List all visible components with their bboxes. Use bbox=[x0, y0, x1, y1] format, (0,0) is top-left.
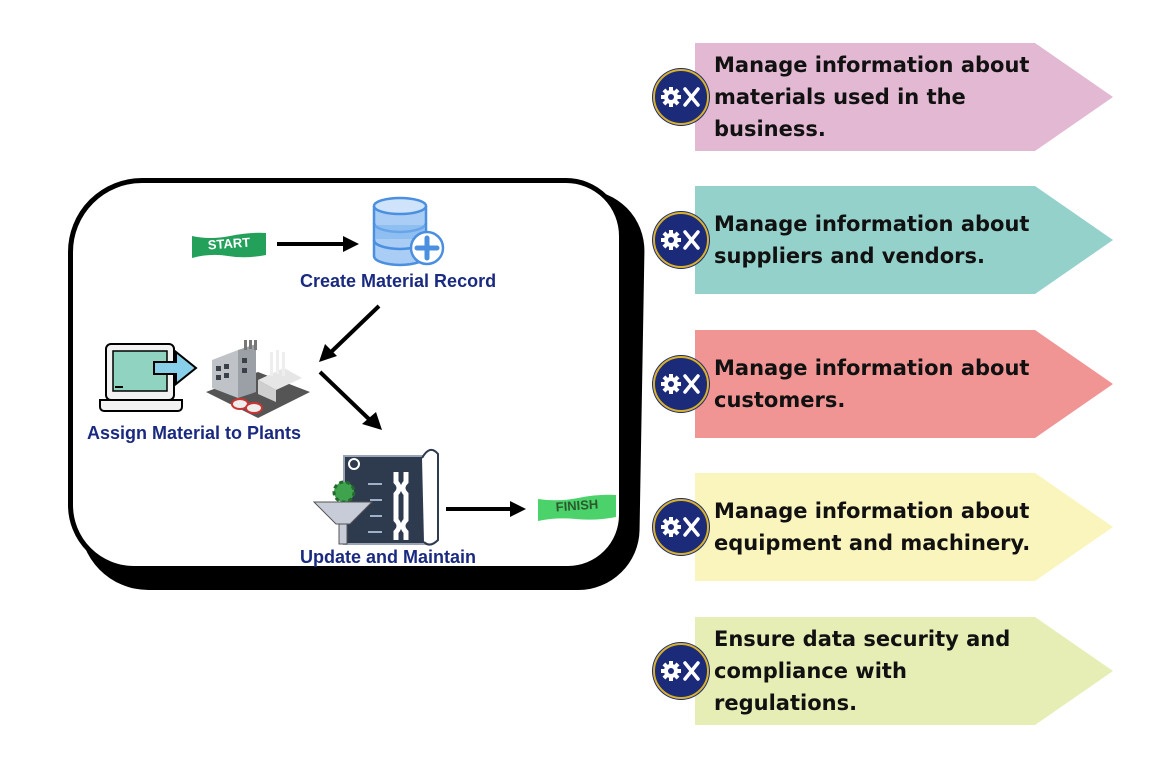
arrow-card-shape bbox=[695, 186, 1113, 294]
start-flag: START bbox=[190, 230, 268, 260]
arrow-card-shape bbox=[695, 473, 1113, 581]
info-card: Manage information about suppliers and v… bbox=[695, 186, 1113, 294]
step-label-assign-material-to-plants: Assign Material to Plants bbox=[87, 423, 302, 443]
info-card: Manage information about customers. bbox=[695, 330, 1113, 438]
maintenance-blueprint-icon bbox=[312, 448, 439, 546]
step-label-create-material-record: Create Material Record bbox=[300, 271, 497, 291]
gear-wrench-icon bbox=[653, 69, 709, 125]
laptop-to-factory-icon bbox=[99, 340, 310, 418]
info-card: Ensure data security and compliance with… bbox=[695, 617, 1113, 725]
arrow-right-icon bbox=[277, 236, 359, 252]
info-card-text: Ensure data security and compliance with… bbox=[714, 627, 1011, 715]
flag-banner-icon bbox=[192, 232, 266, 258]
gear-wrench-icon bbox=[653, 356, 709, 412]
info-card-text: Manage information about customers. bbox=[714, 356, 1030, 412]
info-card-text: Manage information about materials used … bbox=[714, 53, 1030, 141]
arrow-down-left-icon bbox=[319, 304, 381, 362]
arrow-card-shape bbox=[695, 617, 1113, 725]
info-card-text: Manage information about equipment and m… bbox=[714, 499, 1031, 555]
info-card-text: Manage information about suppliers and v… bbox=[714, 212, 1030, 268]
database-add-icon bbox=[372, 196, 445, 267]
info-card: Manage information about materials used … bbox=[695, 43, 1113, 151]
arrow-right-icon bbox=[446, 501, 526, 517]
gear-wrench-icon bbox=[653, 212, 709, 268]
arrow-card-shape bbox=[695, 43, 1113, 151]
finish-flag: FINISH bbox=[536, 493, 618, 523]
arrow-down-right-icon bbox=[318, 370, 382, 430]
gear-wrench-icon bbox=[653, 499, 709, 555]
gear-wrench-icon bbox=[653, 643, 709, 699]
info-card: Manage information about equipment and m… bbox=[695, 473, 1113, 581]
arrow-card-shape bbox=[695, 330, 1113, 438]
step-label-update-and-maintain: Update and Maintain bbox=[300, 547, 477, 567]
flag-banner-icon bbox=[538, 494, 616, 521]
